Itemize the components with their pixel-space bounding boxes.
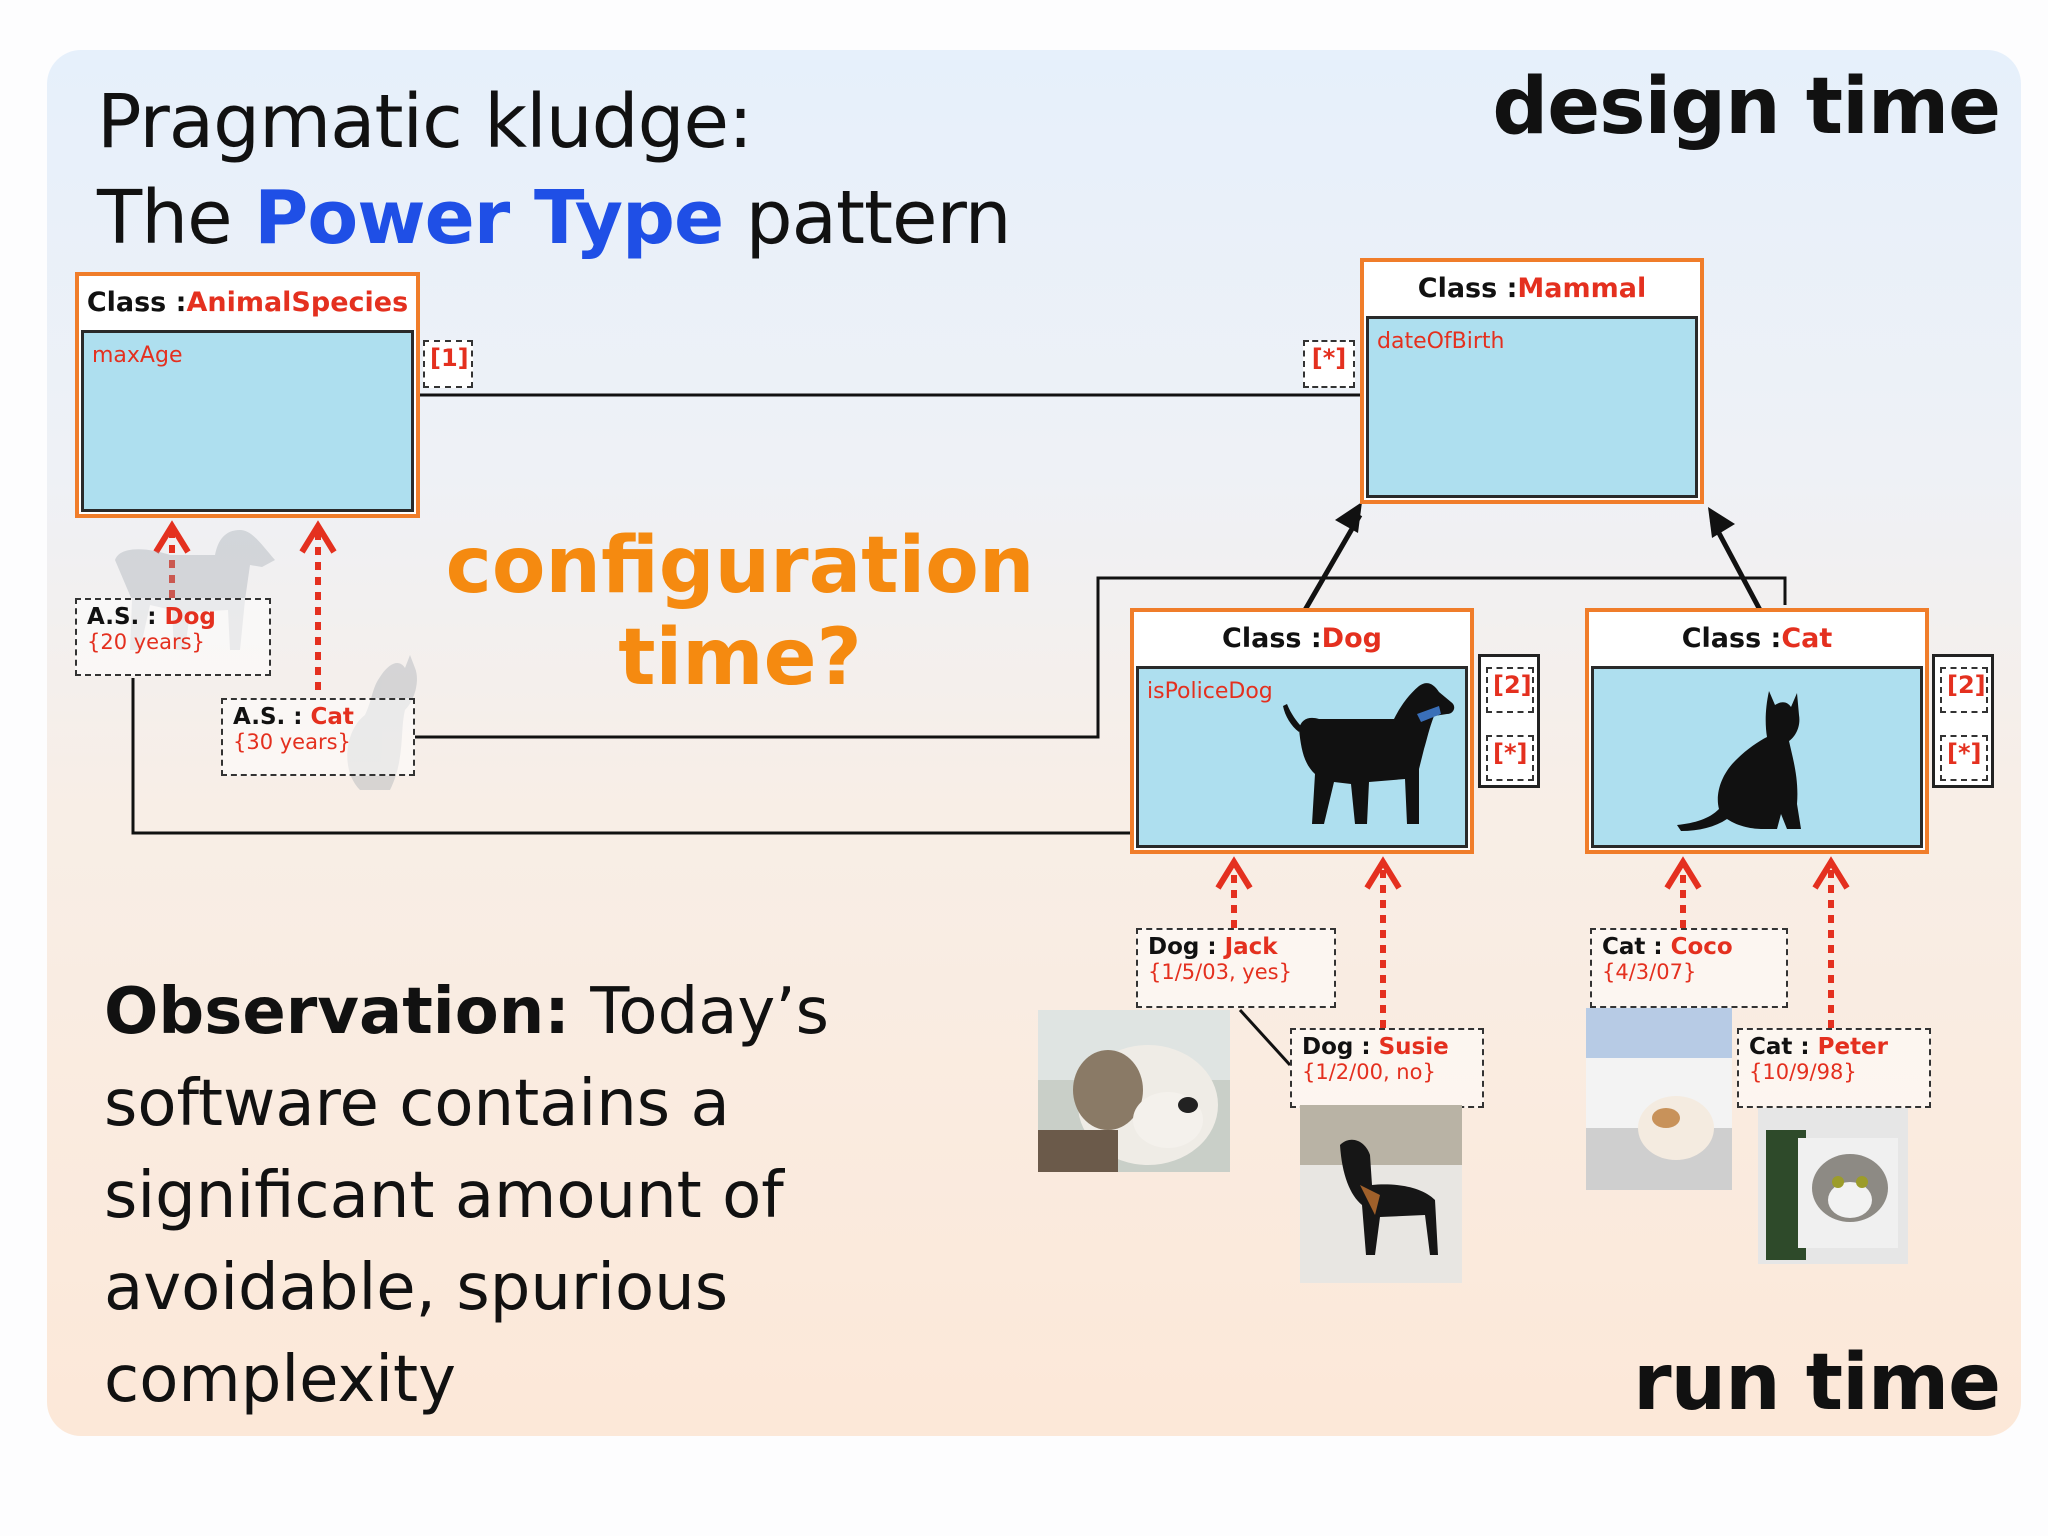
instance-value: {1/5/03, yes} bbox=[1148, 960, 1292, 984]
instance-type: Dog : bbox=[1148, 934, 1225, 960]
class-prefix: Class : bbox=[86, 286, 187, 318]
instance-title: A.S. : Dog bbox=[87, 604, 259, 630]
arrowhead-peter bbox=[1812, 856, 1850, 890]
class-dog-header: Class : Dog bbox=[1134, 612, 1470, 664]
class-cat[interactable]: Class : Cat bbox=[1585, 608, 1929, 854]
observation-text: Observation: Today’s software contains a… bbox=[104, 966, 1004, 1426]
photo-peter-cat bbox=[1758, 1108, 1908, 1264]
mult-cat-bottom: [*] bbox=[1940, 735, 1988, 781]
instance-value: {30 years} bbox=[233, 730, 351, 754]
instance-type: Dog : bbox=[1302, 1034, 1379, 1060]
class-cat-body bbox=[1591, 666, 1923, 848]
design-time-label: design time bbox=[1492, 62, 2001, 152]
class-mammal[interactable]: Class : Mammal dateOfBirth bbox=[1360, 258, 1704, 504]
instance-value: {4/3/07} bbox=[1602, 960, 1697, 984]
mult-mammal-side: [*] bbox=[1303, 340, 1355, 388]
title-line-1: Pragmatic kludge: bbox=[97, 79, 753, 165]
jack-photo-link bbox=[1238, 1008, 1292, 1067]
instance-peter[interactable]: Cat : Peter {10/9/98} bbox=[1737, 1028, 1931, 1108]
generalization-cat bbox=[1709, 518, 1763, 612]
photo-susie-saluki bbox=[1300, 1105, 1462, 1283]
instance-as-dog[interactable]: A.S. : Dog {20 years} bbox=[75, 598, 271, 676]
instance-coco[interactable]: Cat : Coco {4/3/07} bbox=[1590, 928, 1788, 1008]
instance-title: Cat : Peter bbox=[1749, 1034, 1919, 1060]
configuration-time-label: configuration time? bbox=[420, 520, 1060, 704]
class-animal-species[interactable]: Class : AnimalSpecies maxAge bbox=[75, 272, 420, 518]
run-time-label: run time bbox=[1633, 1338, 2001, 1428]
arrowhead-as-dog bbox=[153, 520, 191, 554]
instance-value: {10/9/98} bbox=[1749, 1060, 1857, 1084]
class-animal-species-header: Class : AnimalSpecies bbox=[79, 276, 416, 328]
class-animal-species-body: maxAge bbox=[81, 330, 414, 512]
attribute-date-of-birth: dateOfBirth bbox=[1377, 329, 1505, 354]
instance-value: {1/2/00, no} bbox=[1302, 1060, 1436, 1084]
class-prefix: Class : bbox=[1681, 622, 1782, 654]
instance-type: A.S. : bbox=[233, 704, 311, 730]
class-prefix: Class : bbox=[1417, 272, 1518, 304]
dog-silhouette-icon bbox=[1283, 683, 1455, 824]
class-name: Dog bbox=[1321, 622, 1382, 654]
class-dog[interactable]: Class : Dog isPoliceDog bbox=[1130, 608, 1474, 854]
mult-dog-bottom: [*] bbox=[1486, 735, 1534, 781]
instance-jack[interactable]: Dog : Jack {1/5/03, yes} bbox=[1136, 928, 1336, 1008]
instance-value: {20 years} bbox=[87, 630, 205, 654]
powertype-bracket-dog bbox=[131, 678, 1134, 835]
mult-cat-top: [2] bbox=[1940, 667, 1988, 713]
observation-body: Today’s software contains a significant … bbox=[104, 975, 829, 1417]
instance-type: Cat : bbox=[1602, 934, 1671, 960]
photo-coco-cat bbox=[1586, 1008, 1732, 1190]
class-dog-body: isPoliceDog bbox=[1136, 666, 1468, 848]
mult-dog-top: [2] bbox=[1486, 667, 1534, 713]
instance-as-cat[interactable]: A.S. : Cat {30 years} bbox=[221, 698, 415, 776]
instance-name: Coco bbox=[1670, 934, 1733, 960]
dog-mult-group: [2] [*] bbox=[1478, 654, 1540, 788]
attribute-is-police-dog: isPoliceDog bbox=[1147, 679, 1273, 704]
observation-label: Observation: bbox=[104, 975, 570, 1049]
class-mammal-body: dateOfBirth bbox=[1366, 316, 1698, 498]
class-cat-header: Class : Cat bbox=[1589, 612, 1925, 664]
powertype-bracket-cat bbox=[415, 576, 1787, 739]
arrowhead-as-cat bbox=[299, 520, 337, 554]
class-name: Cat bbox=[1781, 622, 1833, 654]
cat-mult-group: [2] [*] bbox=[1932, 654, 1994, 788]
title-line-2-post: pattern bbox=[723, 175, 1012, 261]
cat-silhouette-icon bbox=[1677, 691, 1801, 831]
arrowhead-susie bbox=[1364, 856, 1402, 890]
class-mammal-header: Class : Mammal bbox=[1364, 262, 1700, 314]
instance-name: Dog bbox=[164, 604, 216, 630]
instance-susie[interactable]: Dog : Susie {1/2/00, no} bbox=[1290, 1028, 1484, 1108]
title-line-2: The Power Type pattern bbox=[97, 170, 1012, 266]
instance-title: Dog : Jack bbox=[1148, 934, 1324, 960]
mult-as-side: [1] bbox=[423, 340, 473, 388]
generalization-dog-head bbox=[1335, 502, 1362, 533]
class-name: AnimalSpecies bbox=[186, 286, 409, 318]
instance-type: Cat : bbox=[1749, 1034, 1818, 1060]
class-name: Mammal bbox=[1517, 272, 1647, 304]
slide-title: Pragmatic kludge: The Power Type pattern bbox=[97, 74, 1012, 266]
config-line-2: time? bbox=[618, 613, 862, 703]
config-line-1: configuration bbox=[445, 521, 1035, 611]
instance-title: A.S. : Cat bbox=[233, 704, 403, 730]
instance-name: Susie bbox=[1378, 1034, 1449, 1060]
class-prefix: Class : bbox=[1222, 622, 1322, 654]
instance-name: Peter bbox=[1817, 1034, 1889, 1060]
instance-type: A.S. : bbox=[87, 604, 165, 630]
generalization-cat-head bbox=[1708, 507, 1735, 538]
arrowhead-coco bbox=[1664, 856, 1702, 890]
instance-title: Cat : Coco bbox=[1602, 934, 1776, 960]
instance-name: Cat bbox=[310, 704, 354, 730]
attribute-max-age: maxAge bbox=[92, 343, 183, 368]
arrowhead-jack bbox=[1215, 856, 1253, 890]
photo-jack-bulldog bbox=[1038, 1010, 1230, 1172]
title-highlight: Power Type bbox=[254, 175, 724, 261]
title-line-2-pre: The bbox=[97, 175, 255, 261]
instance-title: Dog : Susie bbox=[1302, 1034, 1472, 1060]
generalization-dog bbox=[1302, 513, 1363, 612]
instance-name: Jack bbox=[1224, 934, 1278, 960]
